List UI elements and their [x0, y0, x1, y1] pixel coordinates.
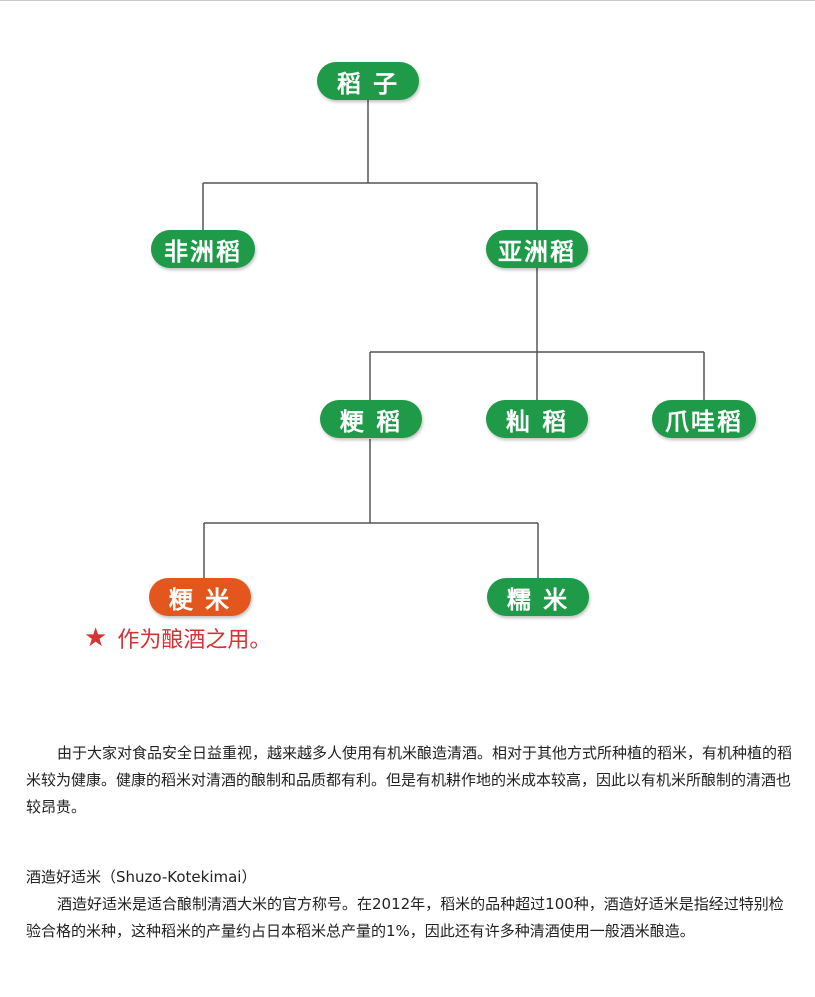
paragraph-organic-rice: 由于大家对食品安全日益重视，越来越多人使用有机米酿造清酒。相对于其他方式所种植的… — [26, 744, 793, 816]
annotation-text: 作为酿酒之用。 — [117, 628, 272, 653]
annotation-note: ★ 作为酿酒之用。 — [84, 622, 271, 654]
top-divider — [0, 0, 815, 1]
node-glutinous-rice: 糯 米 — [487, 578, 589, 616]
node-japonica-rice: 粳 米 — [149, 578, 251, 616]
node-javanica: 爪哇稻 — [652, 400, 756, 438]
tree-connectors — [202, 100, 705, 579]
node-indica: 籼 稻 — [486, 400, 588, 438]
paragraph-shuzo-kotekimai: 酒造好适米是适合酿制清酒大米的官方称号。在2012年，稻米的品种超过100种，酒… — [26, 895, 784, 940]
section-heading: 酒造好适米（Shuzo-Kotekimai） — [26, 868, 257, 886]
node-african-rice: 非洲稻 — [151, 230, 255, 268]
node-japonica: 粳 稻 — [320, 400, 422, 438]
node-asian-rice: 亚洲稻 — [486, 230, 588, 268]
node-rice: 稻 子 — [317, 62, 419, 100]
star-icon: ★ — [84, 623, 108, 653]
